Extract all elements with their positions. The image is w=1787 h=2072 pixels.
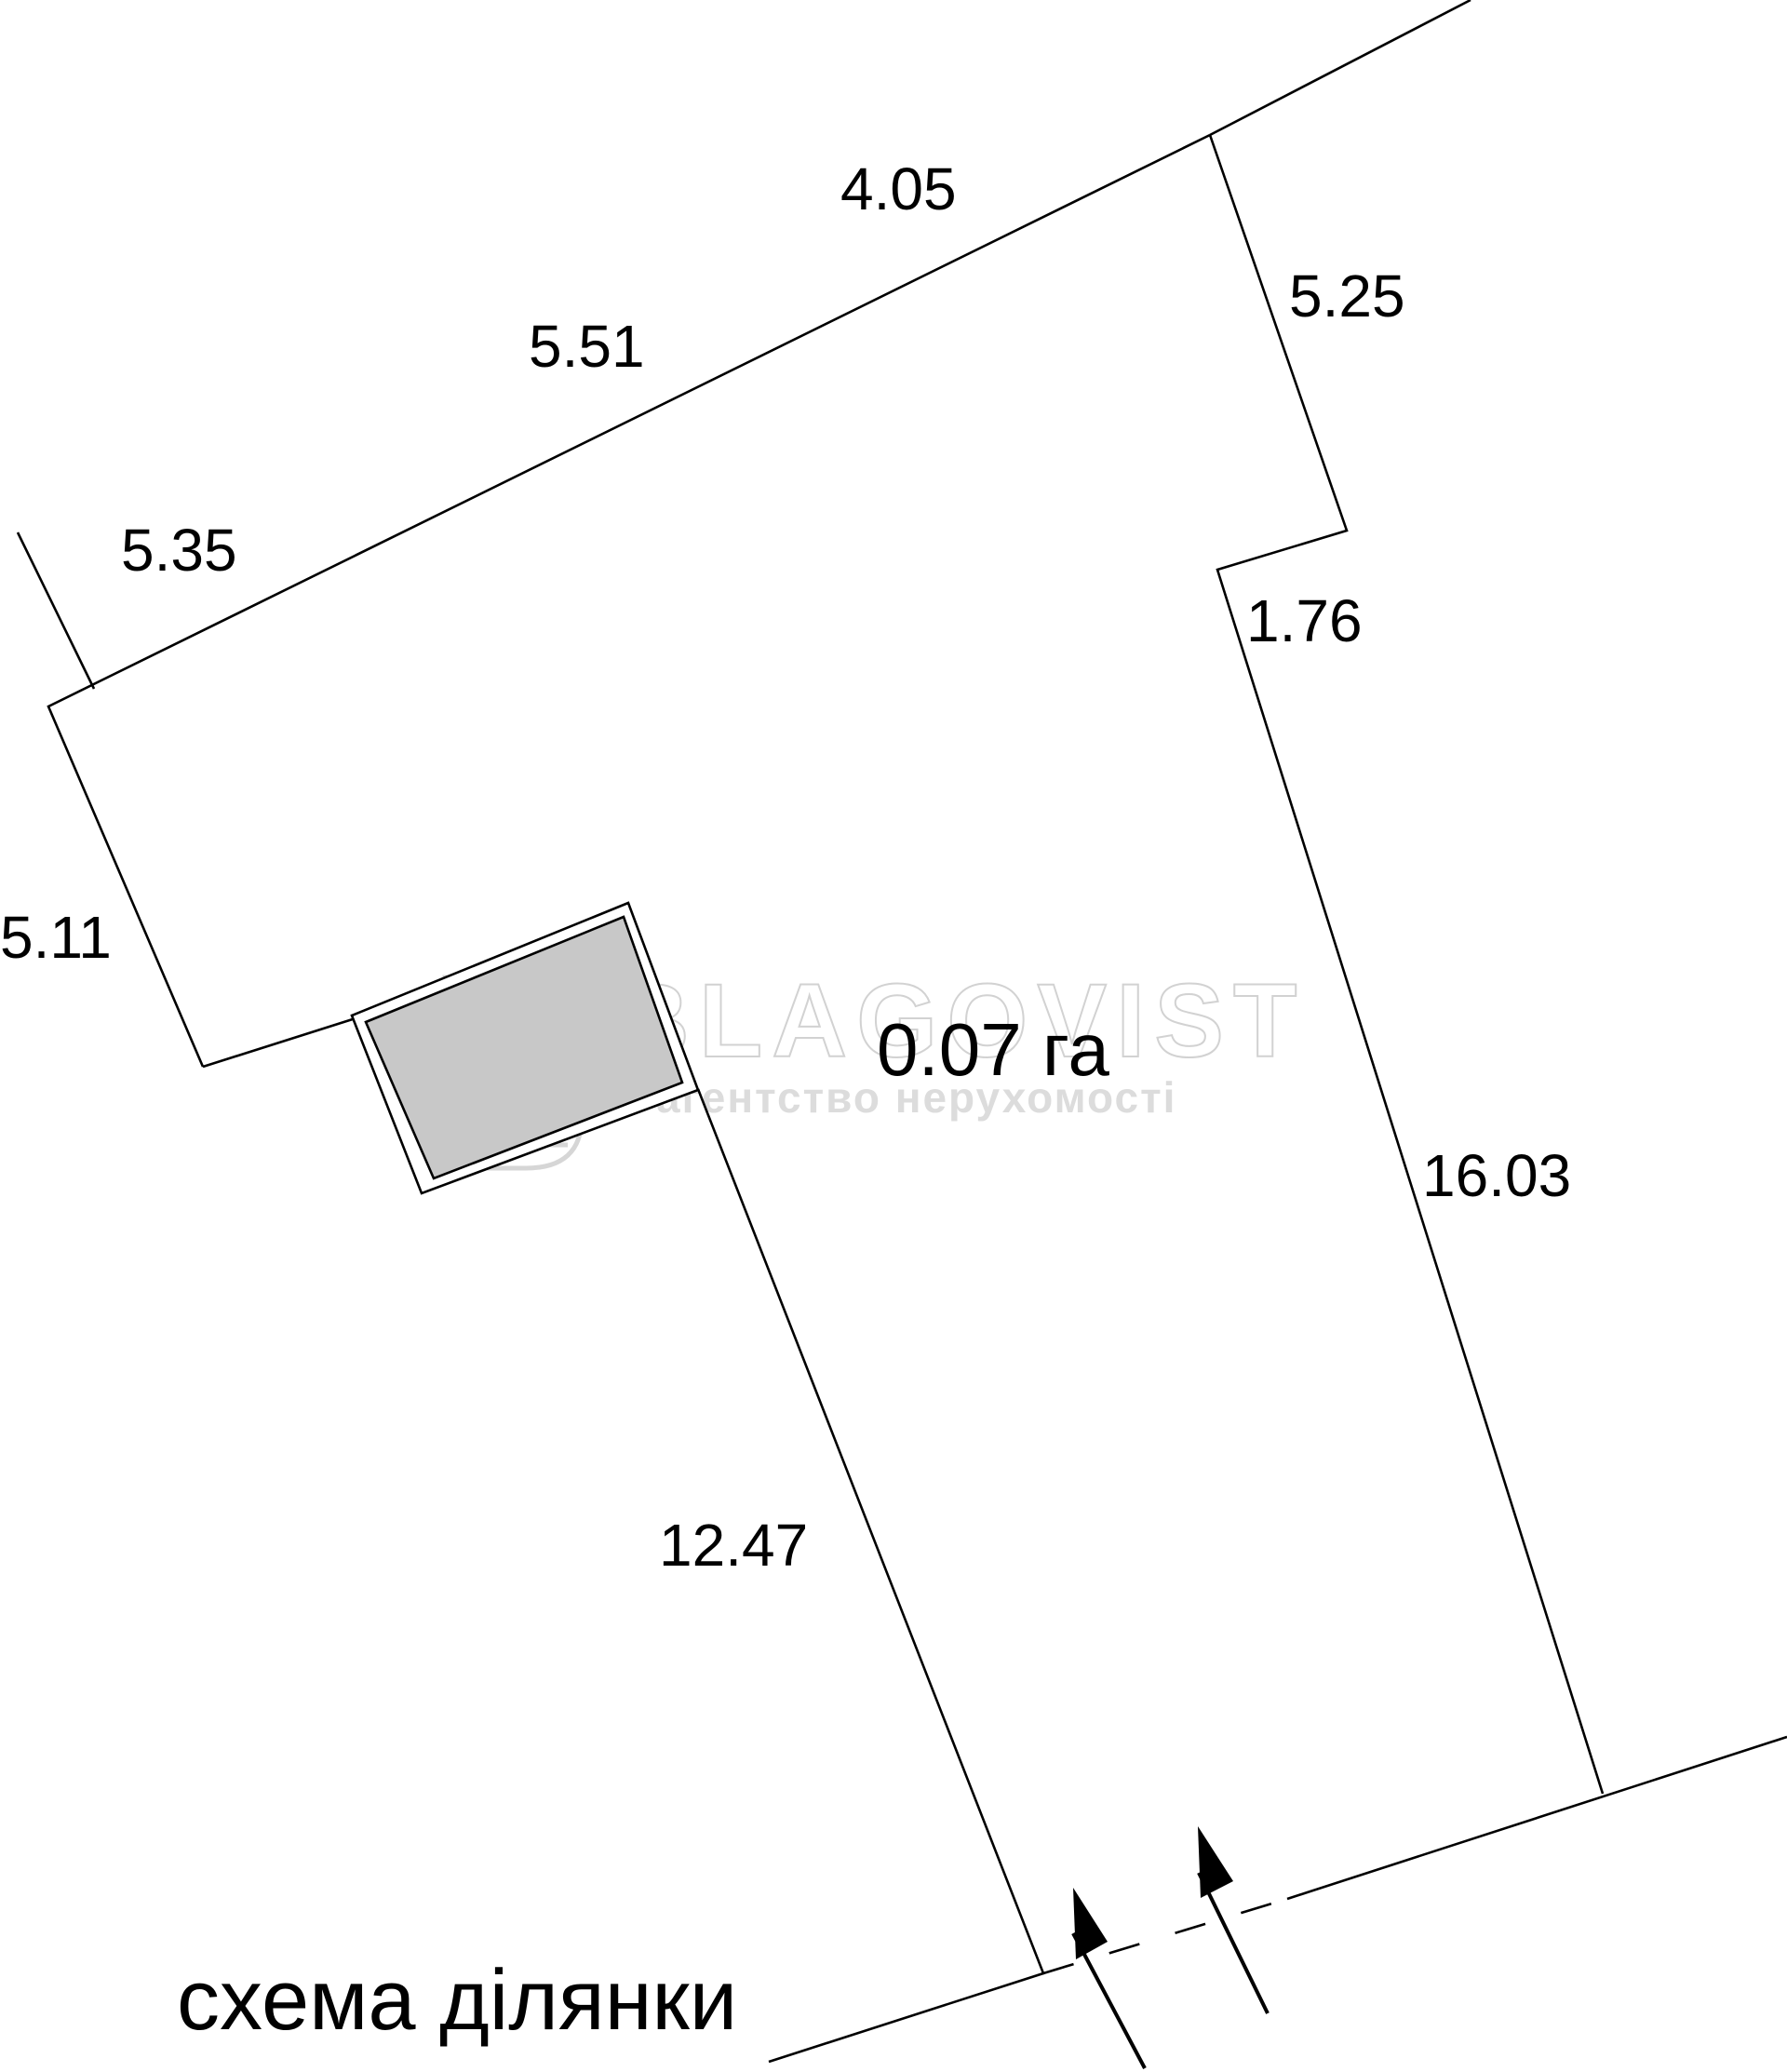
- watermark-tagline: агентство нерухомості: [656, 1073, 1176, 1122]
- dimension-right-step: 1.76: [1246, 587, 1363, 654]
- area-label: 0.07 га: [877, 1008, 1109, 1091]
- dimension-right-long: 16.03: [1422, 1142, 1571, 1209]
- dimension-top-b: 5.51: [529, 313, 645, 380]
- entrance-arrow-icon: [1197, 1826, 1270, 2014]
- dimension-top-c: 5.35: [121, 517, 237, 584]
- building: [350, 901, 700, 1195]
- neighbor-line-top: [1209, 0, 1471, 137]
- dimension-left: 5.11: [0, 904, 112, 971]
- diagram-caption: схема ділянки: [177, 1953, 737, 2048]
- street-line-right: [1286, 1735, 1787, 1901]
- gate-dashed-line: [1042, 1897, 1288, 1975]
- dimension-top-a: 4.05: [840, 155, 957, 222]
- neighbor-line-left: [16, 531, 96, 690]
- watermark-brand: BLAGOVIST: [614, 962, 1306, 1079]
- dimension-right-upper: 5.25: [1289, 262, 1405, 330]
- dimension-front-left: 12.47: [659, 1512, 808, 1579]
- entrance-arrow-icon: [1071, 1888, 1147, 2069]
